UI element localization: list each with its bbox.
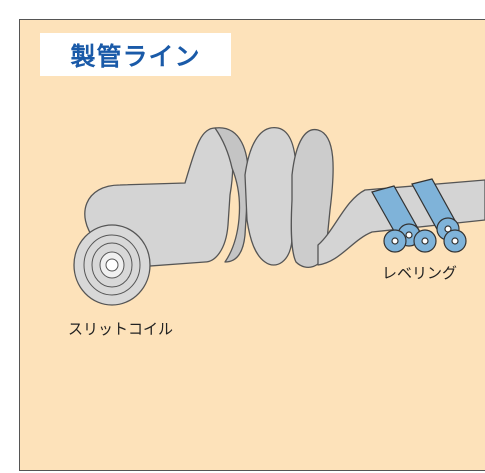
bottom-roller-3 <box>443 229 467 253</box>
bottom-roller-2 <box>413 229 437 253</box>
slit-coil <box>73 224 151 306</box>
slit-coil-label: スリットコイル <box>68 320 174 338</box>
page-title: 製管ライン <box>70 41 201 71</box>
title-box: 製管ライン <box>40 33 231 76</box>
bottom-roller-1 <box>383 229 407 253</box>
leveling-rollers <box>371 178 467 253</box>
leveling-label: レベリング <box>382 264 458 282</box>
